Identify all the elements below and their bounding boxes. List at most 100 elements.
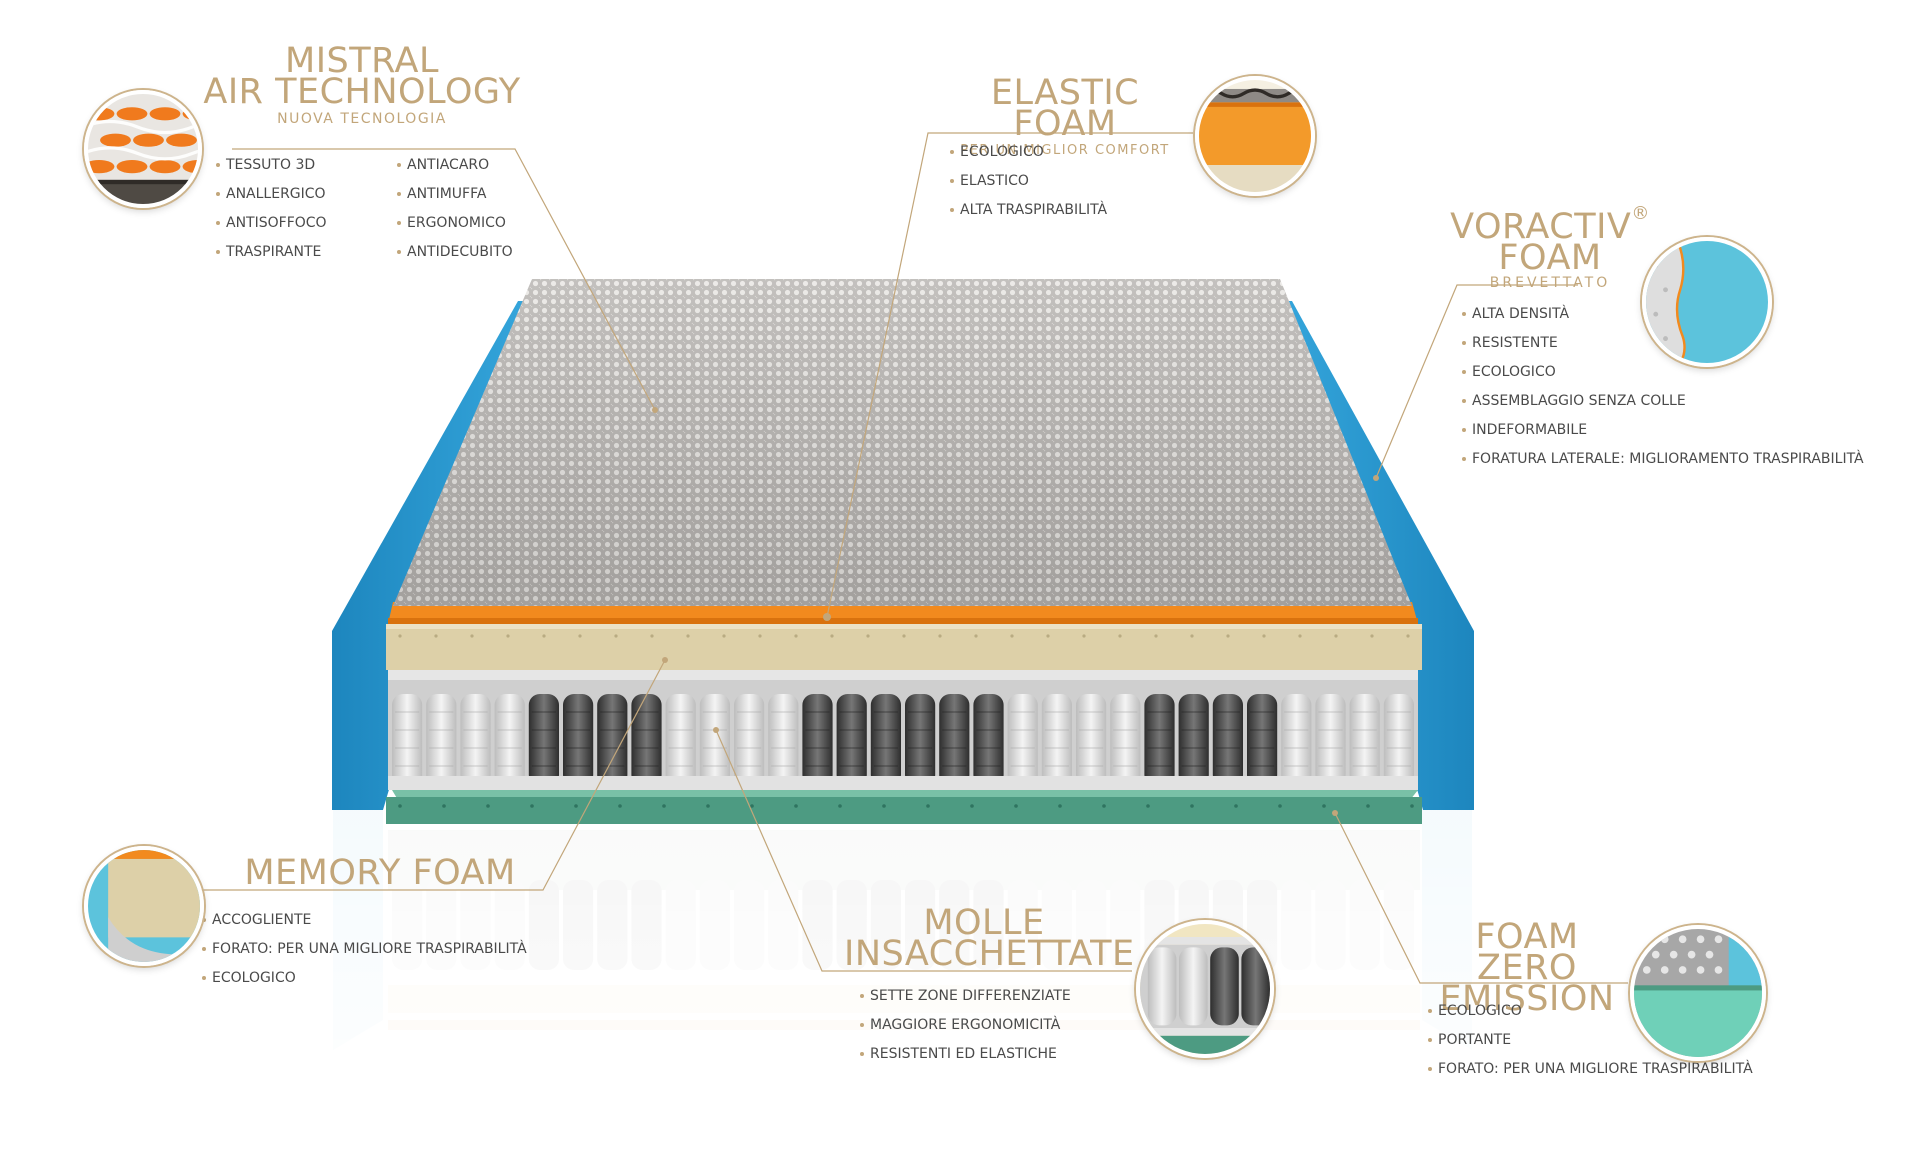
feature-item: INDEFORMABILE bbox=[1462, 416, 1864, 445]
foam-perforation bbox=[758, 634, 762, 638]
feature-item: ERGONOMICO bbox=[397, 209, 513, 238]
feature-item: TRASPIRANTE bbox=[216, 238, 327, 267]
foam-perforation bbox=[470, 634, 474, 638]
feature-item: ANALLERGICO bbox=[216, 180, 327, 209]
pocket-spring bbox=[1144, 694, 1175, 786]
foam-perforation bbox=[1226, 634, 1230, 638]
pocket-spring bbox=[1212, 694, 1243, 786]
pocket-spring bbox=[836, 694, 867, 786]
voractiv-foam-detail-icon bbox=[1642, 237, 1772, 367]
foam-perforation bbox=[1278, 804, 1282, 808]
foam-perforation bbox=[1366, 804, 1370, 808]
foam-perforation bbox=[882, 804, 886, 808]
zero-emission-foam-detail-icon bbox=[1630, 925, 1766, 1061]
mistral-features-col1: TESSUTO 3D ANALLERGICO ANTISOFFOCO TRASP… bbox=[216, 151, 327, 267]
pocket-spring bbox=[597, 694, 628, 786]
voractiv-title-line1: VORACTIV bbox=[1450, 207, 1632, 247]
pocket-spring bbox=[1110, 694, 1141, 786]
pocket-spring bbox=[563, 694, 594, 786]
pocket-spring bbox=[392, 694, 423, 786]
foam-perforation bbox=[1118, 634, 1122, 638]
foam-perforation bbox=[1234, 804, 1238, 808]
voractiv-heading: VORACTIV® FOAM BREVETTATO bbox=[1450, 205, 1650, 292]
foam-perforation bbox=[926, 804, 930, 808]
3d-fabric-detail-icon bbox=[84, 90, 202, 208]
pocket-spring bbox=[1041, 694, 1072, 786]
feature-item: ANTIDECUBITO bbox=[397, 238, 513, 267]
mistral-subtitle: NUOVA TECNOLOGIA bbox=[277, 111, 447, 127]
pocket-springs-layer bbox=[388, 670, 1418, 790]
pocket-spring bbox=[665, 694, 696, 786]
foam-perforation bbox=[974, 634, 978, 638]
feature-item: ECOLOGICO bbox=[1462, 358, 1864, 387]
feature-item: SETTE ZONE DIFFERENZIATE bbox=[860, 982, 1071, 1011]
pocket-spring bbox=[631, 694, 662, 786]
feature-item: TESSUTO 3D bbox=[216, 151, 327, 180]
pocket-spring bbox=[870, 694, 901, 786]
foam-perforation bbox=[750, 804, 754, 808]
foam-perforation bbox=[1298, 634, 1302, 638]
foam-perforation bbox=[530, 804, 534, 808]
foam-perforation bbox=[902, 634, 906, 638]
foam-perforation bbox=[1146, 804, 1150, 808]
pocket-spring bbox=[905, 694, 936, 786]
foam-perforation bbox=[1410, 804, 1414, 808]
pocket-spring bbox=[528, 694, 559, 786]
molle-features: SETTE ZONE DIFFERENZIATE MAGGIORE ERGONO… bbox=[860, 982, 1071, 1069]
pocket-spring bbox=[973, 694, 1004, 786]
feature-item: MAGGIORE ERGONOMICITÀ bbox=[860, 1011, 1071, 1040]
feature-item: ECOLOGICO bbox=[950, 138, 1107, 167]
foam-perforation bbox=[1322, 804, 1326, 808]
pocket-spring bbox=[802, 694, 833, 786]
foam-perforation bbox=[650, 634, 654, 638]
pocket-spring bbox=[734, 694, 765, 786]
foam-perforation bbox=[686, 634, 690, 638]
elastic-title: ELASTIC FOAM bbox=[990, 73, 1140, 144]
foam-perforation bbox=[1370, 634, 1374, 638]
pocket-spring bbox=[1178, 694, 1209, 786]
foam-perforation bbox=[578, 634, 582, 638]
feature-item: ANTISOFFOCO bbox=[216, 209, 327, 238]
foam-perforation bbox=[486, 804, 490, 808]
pocket-spring bbox=[1315, 694, 1346, 786]
pocket-spring bbox=[1349, 694, 1380, 786]
foam-perforation bbox=[794, 634, 798, 638]
pocket-spring bbox=[494, 694, 525, 786]
elastic-foam-detail-icon bbox=[1195, 76, 1315, 196]
foam-perforation bbox=[938, 634, 942, 638]
pocket-springs-detail-icon bbox=[1136, 920, 1274, 1058]
foam-perforation bbox=[1262, 634, 1266, 638]
foam-perforation bbox=[970, 804, 974, 808]
memory-foam-layer bbox=[386, 624, 1422, 670]
feature-item: PORTANTE bbox=[1428, 1026, 1753, 1055]
memory-heading: MEMORY FOAM bbox=[240, 856, 520, 891]
feature-item: ASSEMBLAGGIO SENZA COLLE bbox=[1462, 387, 1864, 416]
voractiv-title-line2: FOAM bbox=[1498, 238, 1602, 278]
foam-perforation bbox=[398, 804, 402, 808]
mistral-heading: MISTRAL AIR TECHNOLOGY NUOVA TECNOLOGIA bbox=[198, 44, 526, 128]
zero-emission-foam-layer bbox=[386, 790, 1422, 824]
voractiv-subtitle: BREVETTATO bbox=[1489, 275, 1611, 291]
pocket-spring bbox=[460, 694, 491, 786]
pocket-spring bbox=[939, 694, 970, 786]
pocket-spring bbox=[699, 694, 730, 786]
foam-perforation bbox=[542, 634, 546, 638]
feature-item: ELASTICO bbox=[950, 167, 1107, 196]
foam-perforation bbox=[1102, 804, 1106, 808]
foam-perforation bbox=[722, 634, 726, 638]
foam-perforation bbox=[434, 634, 438, 638]
feature-item: ANTIMUFFA bbox=[397, 180, 513, 209]
foam-perforation bbox=[1046, 634, 1050, 638]
foam-perforation bbox=[866, 634, 870, 638]
pocket-spring bbox=[426, 694, 457, 786]
memory-features: ACCOGLIENTE FORATO: PER UNA MIGLIORE TRA… bbox=[202, 906, 527, 993]
zero-features: ECOLOGICO PORTANTE FORATO: PER UNA MIGLI… bbox=[1428, 997, 1753, 1084]
mistral-features-col2: ANTIACARO ANTIMUFFA ERGONOMICO ANTIDECUB… bbox=[397, 151, 513, 267]
pocket-spring bbox=[1281, 694, 1312, 786]
registered-mark: ® bbox=[1631, 203, 1650, 224]
feature-item: FORATO: PER UNA MIGLIORE TRASPIRABILITÀ bbox=[202, 935, 527, 964]
foam-perforation bbox=[398, 634, 402, 638]
feature-item: ALTA TRASPIRABILITÀ bbox=[950, 196, 1107, 225]
foam-perforation bbox=[1190, 634, 1194, 638]
feature-item: ACCOGLIENTE bbox=[202, 906, 527, 935]
